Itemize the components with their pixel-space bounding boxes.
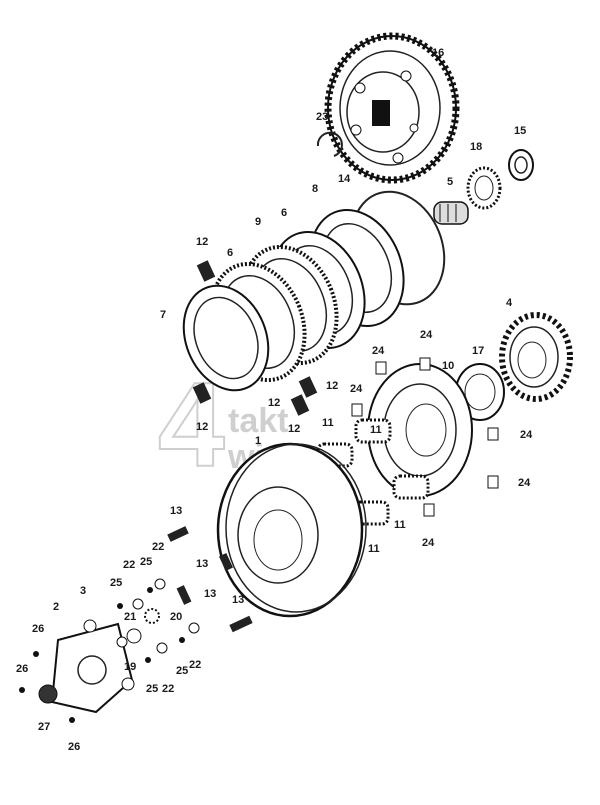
callout-21: 21 [124,611,136,623]
part-callouts: 16 23 15 18 5 8 14 9 6 6 12 7 4 24 24 17… [16,47,533,753]
gear-18 [466,166,502,210]
callout-14: 14 [338,173,351,185]
callout-22-c: 22 [162,683,174,695]
watermark-line1: takt [228,402,288,440]
callout-4: 4 [506,297,513,309]
callout-11-c: 11 [394,519,406,531]
callout-26-c: 26 [68,741,80,753]
callout-24-f: 24 [422,537,435,549]
callout-13-c: 13 [204,588,216,600]
callout-11-d: 11 [368,543,380,555]
callout-22-a: 22 [123,559,135,571]
callout-22-d: 22 [189,659,201,671]
springs-12 [192,260,318,416]
callout-1: 1 [255,435,261,447]
callout-24-a: 24 [420,329,433,341]
callout-7: 7 [160,309,166,321]
callout-25-c: 25 [146,683,158,695]
callout-12-b: 12 [326,380,338,392]
clutch-springs-11 [316,418,430,526]
callout-6-b: 6 [227,247,233,259]
small-hardware [19,578,200,723]
callout-23: 23 [316,111,328,123]
callout-27: 27 [38,721,50,733]
callout-8: 8 [312,183,318,195]
callout-20: 20 [170,611,182,623]
clutch-plates [182,190,446,392]
callout-13-d: 13 [232,594,244,606]
callout-9: 9 [255,216,261,228]
callout-10: 10 [442,360,454,372]
callout-25-d: 25 [176,665,188,677]
primary-driven-gear [324,32,460,184]
callout-18: 18 [470,141,482,153]
callout-12-a: 12 [196,236,208,248]
callout-5: 5 [447,176,453,188]
springs-13 [167,526,253,633]
callout-12-d: 12 [196,421,208,433]
cover-plate-2 [38,619,135,714]
callout-22-b: 22 [152,541,164,553]
circlip [316,131,343,157]
callout-15: 15 [514,125,526,137]
clutch-housing-1 [216,442,367,618]
drive-gear-4 [499,312,573,402]
callout-13-a: 13 [170,505,182,517]
callout-16: 16 [432,47,444,59]
callout-24-e: 24 [518,477,531,489]
callout-25-b: 25 [140,556,152,568]
callout-25-a: 25 [110,577,122,589]
callout-12-e: 12 [288,423,300,435]
callout-12-c: 12 [268,397,280,409]
callout-26-b: 26 [16,663,28,675]
callout-24-c: 24 [350,383,363,395]
callout-24-b: 24 [372,345,385,357]
callout-6-a: 6 [281,207,287,219]
callout-2: 2 [53,601,59,613]
callout-3: 3 [80,585,86,597]
bearing-15 [508,149,534,181]
callout-13-b: 13 [196,558,208,570]
callout-11-b: 11 [370,424,382,436]
callout-19: 19 [124,661,136,673]
callout-11-a: 11 [322,417,334,429]
pins-24 [351,357,499,517]
callout-17: 17 [472,345,484,357]
callout-24-d: 24 [520,429,533,441]
callout-26-a: 26 [32,623,44,635]
needle-bearing-5 [433,201,469,225]
